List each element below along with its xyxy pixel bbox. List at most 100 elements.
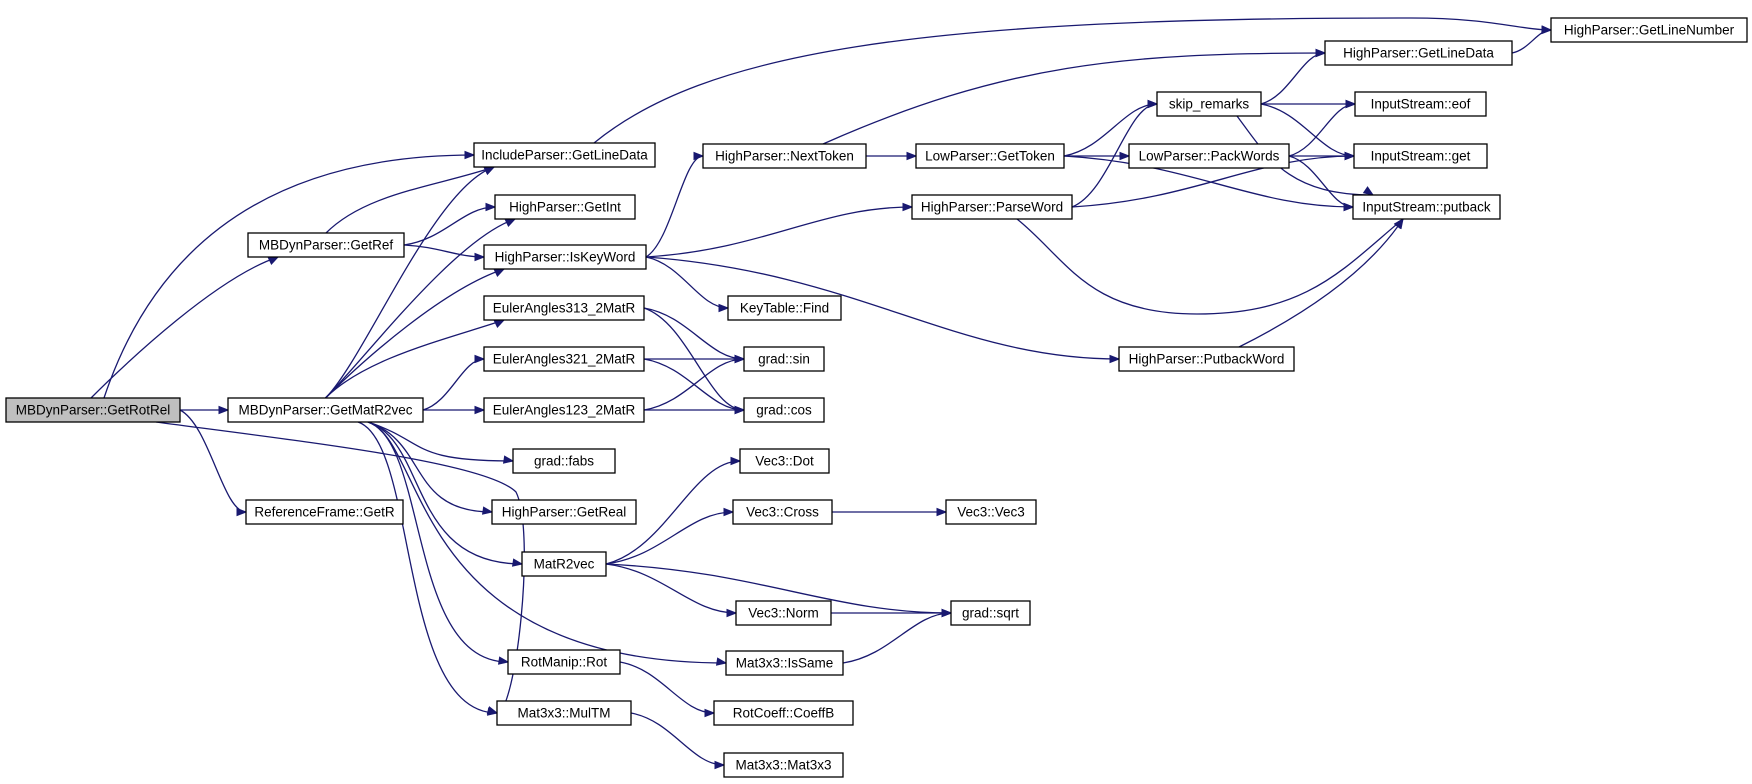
node-box[interactable] xyxy=(494,194,636,220)
node-refframe_getr[interactable]: ReferenceFrame::GetR xyxy=(245,499,404,525)
node-label: Vec3::Cross xyxy=(746,505,819,520)
node-box[interactable] xyxy=(950,600,1031,626)
edge-line xyxy=(1063,103,1158,157)
node-box[interactable] xyxy=(1324,40,1513,66)
node-box[interactable] xyxy=(911,194,1073,220)
node-getref[interactable]: MBDynParser::GetRef xyxy=(247,232,405,258)
node-hp_putbackword[interactable]: HighParser::PutbackWord xyxy=(1118,346,1295,372)
edge-lp_packwords-to-is_get xyxy=(1289,151,1356,161)
node-lp_gettoken[interactable]: LowParser::GetToken xyxy=(915,143,1065,169)
node-hp_parseword[interactable]: HighParser::ParseWord xyxy=(911,194,1073,220)
node-rotmanip_rot[interactable]: RotManip::Rot xyxy=(507,649,621,675)
node-grad_cos[interactable]: grad::cos xyxy=(743,397,825,423)
arrowhead xyxy=(1345,99,1357,109)
node-is_putback[interactable]: InputStream::putback xyxy=(1352,194,1501,220)
node-grad_sqrt[interactable]: grad::sqrt xyxy=(950,600,1031,626)
node-box[interactable] xyxy=(743,346,825,372)
node-box[interactable] xyxy=(1156,91,1262,117)
arrowhead xyxy=(1344,151,1356,161)
node-skip_remarks[interactable]: skip_remarks xyxy=(1156,91,1262,117)
arrowhead xyxy=(218,405,230,415)
node-box[interactable] xyxy=(521,551,607,577)
node-box[interactable] xyxy=(723,752,844,778)
node-box[interactable] xyxy=(945,499,1037,525)
arrowhead xyxy=(474,354,486,364)
node-ea313[interactable]: EulerAngles313_2MatR xyxy=(483,295,645,321)
node-mat3x3_mat3x3[interactable]: Mat3x3::Mat3x3 xyxy=(723,752,844,778)
node-label: HighParser::GetLineData xyxy=(1343,46,1494,61)
node-vec3_dot[interactable]: Vec3::Dot xyxy=(739,448,830,474)
node-box[interactable] xyxy=(743,397,825,423)
node-box[interactable] xyxy=(473,142,656,168)
arrowhead xyxy=(486,707,499,716)
edge-matr2vec-to-vec3_norm xyxy=(605,563,738,618)
node-box[interactable] xyxy=(1354,91,1487,117)
node-getrotrel[interactable]: MBDynParser::GetRotRel xyxy=(5,397,181,423)
node-box[interactable] xyxy=(1550,17,1748,43)
arrowhead xyxy=(906,151,918,161)
node-hp_iskeyword[interactable]: HighParser::IsKeyWord xyxy=(483,244,647,270)
node-box[interactable] xyxy=(915,143,1065,169)
node-grad_sin[interactable]: grad::sin xyxy=(743,346,825,372)
node-box[interactable] xyxy=(483,346,645,372)
node-box[interactable] xyxy=(245,499,404,525)
node-box[interactable] xyxy=(725,650,844,676)
arrowhead xyxy=(464,150,476,160)
node-label: EulerAngles321_2MatR xyxy=(493,352,636,367)
edge-line xyxy=(1236,115,1374,196)
node-box[interactable] xyxy=(483,244,647,270)
arrowhead xyxy=(1343,202,1355,212)
node-box[interactable] xyxy=(1118,346,1295,372)
node-box[interactable] xyxy=(247,232,405,258)
node-is_get[interactable]: InputStream::get xyxy=(1353,143,1488,169)
edge-hp_iskeyword-to-hp_putbackword xyxy=(645,256,1121,364)
arrowhead xyxy=(504,218,517,227)
edge-line xyxy=(645,155,704,258)
node-box[interactable] xyxy=(1128,143,1290,169)
node-grad_fabs[interactable]: grad::fabs xyxy=(512,448,616,474)
node-box[interactable] xyxy=(5,397,181,423)
node-rotcoeff_coeffb[interactable]: RotCoeff::CoeffB xyxy=(713,700,854,726)
node-box[interactable] xyxy=(735,600,832,626)
edge-line xyxy=(643,307,745,411)
node-box[interactable] xyxy=(732,499,833,525)
node-hp_getint[interactable]: HighParser::GetInt xyxy=(494,194,636,220)
node-label: LowParser::PackWords xyxy=(1139,149,1280,164)
node-mat3x3_issame[interactable]: Mat3x3::IsSame xyxy=(725,650,844,676)
node-box[interactable] xyxy=(1353,143,1488,169)
node-box[interactable] xyxy=(507,649,621,675)
node-box[interactable] xyxy=(491,499,637,525)
node-label: EulerAngles123_2MatR xyxy=(493,403,636,418)
node-keytable_find[interactable]: KeyTable::Find xyxy=(727,295,842,321)
node-vec3_vec3[interactable]: Vec3::Vec3 xyxy=(945,499,1037,525)
node-getmatr2vec[interactable]: MBDynParser::GetMatR2vec xyxy=(227,397,424,423)
node-vec3_cross[interactable]: Vec3::Cross xyxy=(732,499,833,525)
node-ea321[interactable]: EulerAngles321_2MatR xyxy=(483,346,645,372)
node-vec3_norm[interactable]: Vec3::Norm xyxy=(735,600,832,626)
node-incl_getlinedata[interactable]: IncludeParser::GetLineData xyxy=(473,142,656,168)
node-box[interactable] xyxy=(713,700,854,726)
node-box[interactable] xyxy=(496,700,632,726)
node-hp_getreal[interactable]: HighParser::GetReal xyxy=(491,499,637,525)
node-label: RotManip::Rot xyxy=(521,655,608,670)
node-box[interactable] xyxy=(739,448,830,474)
edge-line xyxy=(1260,52,1326,105)
node-box[interactable] xyxy=(227,397,424,423)
node-matr2vec[interactable]: MatR2vec xyxy=(521,551,607,577)
node-label: InputStream::eof xyxy=(1371,97,1471,112)
node-box[interactable] xyxy=(483,397,645,423)
node-box[interactable] xyxy=(702,143,867,169)
node-box[interactable] xyxy=(483,295,645,321)
arrowhead xyxy=(483,166,496,175)
node-is_eof[interactable]: InputStream::eof xyxy=(1354,91,1487,117)
node-hp_getlinenumber[interactable]: HighParser::GetLineNumber xyxy=(1550,17,1748,43)
node-box[interactable] xyxy=(512,448,616,474)
arrowhead xyxy=(474,405,486,415)
node-box[interactable] xyxy=(1352,194,1501,220)
node-lp_packwords[interactable]: LowParser::PackWords xyxy=(1128,143,1290,169)
node-ea123[interactable]: EulerAngles123_2MatR xyxy=(483,397,645,423)
node-mat3x3_multm[interactable]: Mat3x3::MulTM xyxy=(496,700,632,726)
node-hp_nexttoken[interactable]: HighParser::NextToken xyxy=(702,143,867,169)
node-box[interactable] xyxy=(727,295,842,321)
node-hp_getlinedata[interactable]: HighParser::GetLineData xyxy=(1324,40,1513,66)
